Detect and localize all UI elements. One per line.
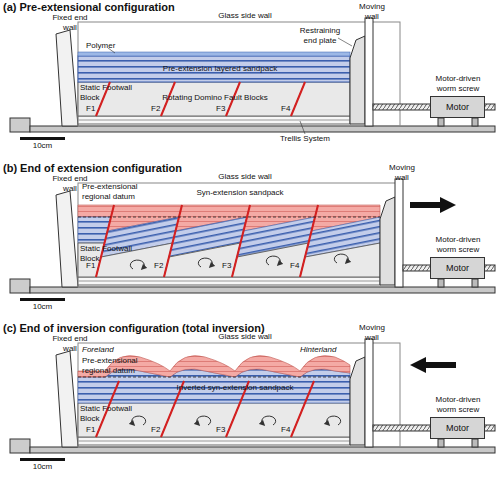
part-label: Motor-driven worm screw bbox=[425, 235, 491, 254]
fault-label: F1 bbox=[86, 104, 100, 114]
region-label: Foreland bbox=[82, 345, 132, 355]
pre-extension-model bbox=[78, 52, 350, 56]
rig-frame bbox=[10, 183, 495, 301]
pre-extension-model bbox=[338, 38, 352, 46]
fault-label: F1 bbox=[86, 425, 100, 435]
pre-extension-model bbox=[291, 82, 305, 116]
part-label: Rotating Domino Fault Blocks bbox=[150, 93, 280, 103]
part-label: Moving wall bbox=[382, 163, 422, 182]
part-label: Motor-driven worm screw bbox=[425, 395, 491, 414]
pre-extension-model bbox=[78, 56, 350, 82]
motor-box: Motor bbox=[430, 417, 485, 439]
rig-frame bbox=[10, 343, 495, 461]
inversion-model bbox=[327, 416, 341, 425]
fault-label: F2 bbox=[154, 261, 168, 271]
extension-model bbox=[232, 243, 309, 277]
extension-model bbox=[96, 205, 114, 277]
motor-box: Motor bbox=[430, 257, 485, 279]
fault-label: F2 bbox=[151, 425, 165, 435]
extension-model bbox=[300, 205, 318, 277]
fault-label: F4 bbox=[281, 425, 295, 435]
pre-extension-model bbox=[78, 18, 495, 134]
inversion-model bbox=[291, 381, 314, 437]
extension-model bbox=[78, 281, 380, 282]
fault-label: F1 bbox=[86, 261, 100, 271]
inversion-model bbox=[262, 416, 276, 425]
fault-label: F3 bbox=[216, 104, 230, 114]
part-label: Moving wall bbox=[352, 2, 392, 21]
extension-model bbox=[78, 217, 380, 218]
inversion-model bbox=[350, 357, 365, 445]
part-label: Static Footwall Block bbox=[80, 244, 138, 263]
scale-label: 10cm bbox=[20, 302, 65, 312]
part-label: Static Footwall Block bbox=[80, 83, 138, 102]
pre-extension-model bbox=[78, 120, 350, 121]
scale-label: 10cm bbox=[20, 141, 65, 151]
fault-label: F2 bbox=[151, 104, 165, 114]
extension-model bbox=[395, 179, 403, 287]
part-label: Polymer bbox=[86, 41, 126, 51]
fault-label: F3 bbox=[222, 261, 236, 271]
region-label: Hinterland bbox=[300, 345, 360, 355]
part-label: Moving wall bbox=[352, 323, 392, 342]
extension-model bbox=[300, 243, 380, 277]
part-label: Pre-extensional regional datum bbox=[82, 356, 162, 375]
extension-model bbox=[380, 197, 395, 285]
extension-model bbox=[130, 260, 144, 269]
extension-model bbox=[198, 258, 212, 267]
extension-model bbox=[78, 277, 380, 285]
part-label: Pre-extensional regional datum bbox=[82, 182, 162, 201]
rig-frame bbox=[10, 22, 495, 140]
part-label: Motor-driven worm screw bbox=[425, 74, 491, 93]
inversion-model bbox=[78, 339, 495, 447]
part-label: Pre-extension layered sandpack bbox=[150, 64, 290, 74]
part-label: Inverted syn-extension sandpack bbox=[160, 383, 310, 393]
extension-model bbox=[266, 256, 280, 265]
pre-extension-model bbox=[300, 121, 305, 134]
part-label: Static Footwall Block bbox=[80, 404, 138, 423]
inversion-model bbox=[78, 437, 350, 445]
scale-label: 10cm bbox=[20, 462, 65, 472]
fault-label: F4 bbox=[290, 261, 304, 271]
panel-title: (b) End of extension configuration bbox=[3, 162, 182, 175]
part-label: Restraining end plate bbox=[294, 26, 346, 45]
motor-label: Motor bbox=[446, 263, 469, 273]
inversion-model bbox=[78, 377, 350, 378]
extension-model bbox=[164, 205, 182, 277]
motor-box: Motor bbox=[430, 96, 485, 118]
part-label: Glass side wall bbox=[200, 332, 290, 342]
inversion-model bbox=[132, 416, 146, 425]
inversion-model bbox=[365, 339, 373, 447]
pre-extension-model bbox=[365, 18, 373, 126]
extension-model bbox=[78, 205, 114, 217]
part-label: Glass side wall bbox=[200, 11, 290, 21]
part-label: Fixed end wall bbox=[52, 13, 88, 32]
extension-model bbox=[410, 197, 456, 213]
fault-label: F4 bbox=[281, 104, 295, 114]
extension-model bbox=[78, 179, 495, 287]
motor-label: Motor bbox=[446, 102, 469, 112]
extension-model bbox=[232, 205, 250, 277]
motor-label: Motor bbox=[446, 423, 469, 433]
fault-label: F3 bbox=[216, 425, 230, 435]
part-label: Glass side wall bbox=[200, 172, 290, 182]
inversion-model bbox=[78, 356, 350, 377]
extension-model bbox=[334, 254, 348, 263]
panel-title: (a) Pre-extensional configuration bbox=[3, 1, 175, 14]
inversion-model bbox=[410, 357, 456, 373]
part-label: Syn-extension sandpack bbox=[185, 188, 295, 198]
pre-extension-model bbox=[78, 116, 350, 124]
pre-extension-model bbox=[291, 82, 350, 116]
part-label: Trellis System bbox=[270, 134, 340, 144]
inversion-model bbox=[78, 441, 350, 442]
inversion-model bbox=[197, 416, 211, 425]
pre-extension-model bbox=[350, 36, 365, 124]
inversion-model bbox=[291, 403, 350, 437]
extension-model bbox=[164, 243, 241, 277]
